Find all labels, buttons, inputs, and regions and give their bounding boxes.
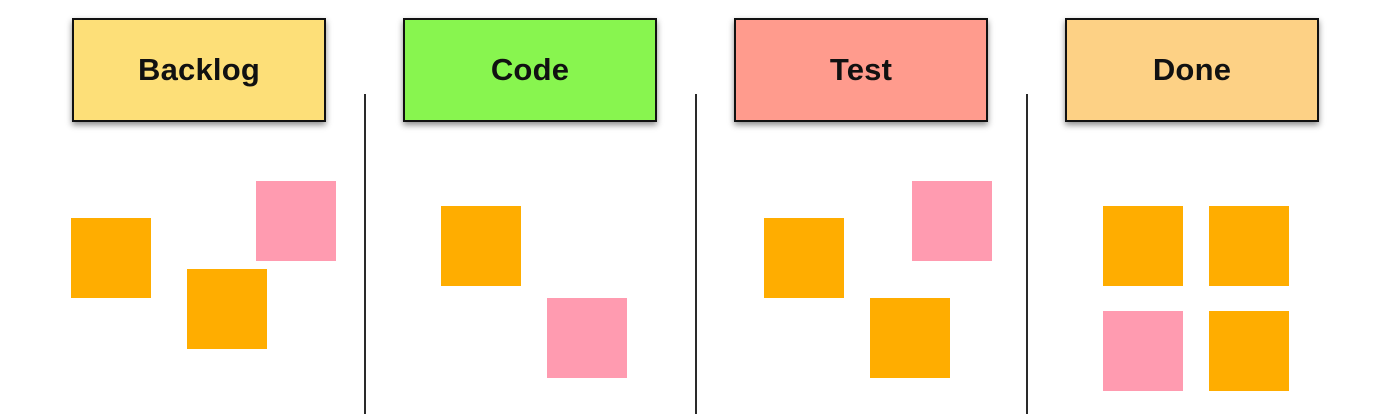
sticky-note-pink[interactable] xyxy=(912,181,992,261)
column-title-code: Code xyxy=(490,52,570,87)
column-divider xyxy=(1026,94,1028,414)
sticky-note-orange[interactable] xyxy=(1103,206,1183,286)
sticky-note-orange[interactable] xyxy=(441,206,521,286)
sticky-note-orange[interactable] xyxy=(1209,311,1289,391)
column-header-test: Test xyxy=(734,18,988,122)
column-header-done: Done xyxy=(1065,18,1319,122)
column-header-code: Code xyxy=(403,18,657,122)
column-title-done: Done xyxy=(1152,52,1232,87)
sticky-note-orange[interactable] xyxy=(187,269,267,349)
sticky-note-orange[interactable] xyxy=(764,218,844,298)
sticky-note-orange[interactable] xyxy=(1209,206,1289,286)
column-title-backlog: Backlog xyxy=(138,52,260,87)
column-divider xyxy=(364,94,366,414)
sticky-note-orange[interactable] xyxy=(870,298,950,378)
column-title-test: Test xyxy=(829,52,893,87)
sticky-note-pink[interactable] xyxy=(256,181,336,261)
sticky-note-pink[interactable] xyxy=(547,298,627,378)
column-divider xyxy=(695,94,697,414)
sticky-note-pink[interactable] xyxy=(1103,311,1183,391)
sticky-note-orange[interactable] xyxy=(71,218,151,298)
column-header-backlog: Backlog xyxy=(72,18,326,122)
